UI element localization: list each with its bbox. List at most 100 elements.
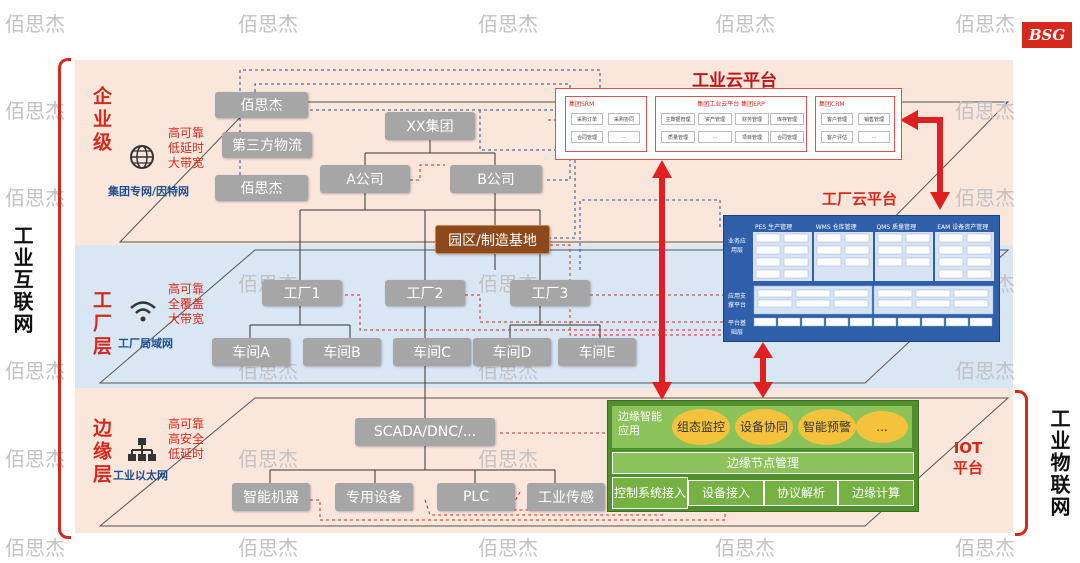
card-cell: ... xyxy=(858,131,890,143)
factory-cloud-grid xyxy=(753,233,994,327)
card-cell: 项目管理 xyxy=(735,131,769,143)
watermark: 佰思杰 xyxy=(5,186,65,210)
device-node: 智能机器 xyxy=(232,483,310,511)
card-title: 集团CRM xyxy=(819,101,845,108)
watermark: 佰思杰 xyxy=(238,447,298,471)
left-brace xyxy=(58,58,71,539)
enterprise-network-label: 集团专网/因特网 xyxy=(108,185,190,198)
factory-network-label: 工厂局域网 xyxy=(118,337,173,350)
watermark: 佰思杰 xyxy=(238,12,298,36)
card-cell: 质量管理 xyxy=(661,131,695,143)
workshop-node: 车间D xyxy=(473,338,551,366)
left-top-node: 佰思杰 xyxy=(215,92,308,118)
card-cell: 库存管理 xyxy=(770,113,804,125)
iot-bottom-cell: 协议解析 xyxy=(764,480,838,506)
device-node: 工业传感 xyxy=(527,483,605,511)
hierarchy-lines xyxy=(249,140,601,483)
cloud-card-crm: 集团CRM 客户管理 销售管理 客户评估 ... xyxy=(815,96,895,152)
app-oval: 智能预警 xyxy=(798,409,856,445)
app-oval: 设备协同 xyxy=(735,409,793,445)
globe-icon xyxy=(130,145,154,169)
card-cell: ... xyxy=(698,131,732,143)
bsg-logo: BSG xyxy=(1022,22,1072,48)
card-cell: 客户评估 xyxy=(821,131,853,143)
card-cell: 销售管理 xyxy=(858,113,890,125)
iot-title: IOT平台 xyxy=(952,439,983,477)
watermark: 佰思杰 xyxy=(478,12,538,36)
factory-cloud-title: 工厂云平台 xyxy=(822,190,898,208)
card-cell: 主数据管理 xyxy=(661,113,695,125)
factory1-node: 工厂1 xyxy=(262,280,342,306)
watermark: 佰思杰 xyxy=(715,12,775,36)
factory3-node: 工厂3 xyxy=(510,280,590,306)
watermark: 佰思杰 xyxy=(715,536,775,560)
watermark: 佰思杰 xyxy=(478,536,538,560)
device-node: PLC xyxy=(437,483,515,511)
cloud-card-erp: 集团工业云平台 集团ERP 主数据管理 资产管理 财务管理 库存管理 质量管理 … xyxy=(655,96,807,152)
right-brace xyxy=(1015,390,1028,536)
card-cell: 财务管理 xyxy=(735,113,769,125)
feature-text: 大带宽 xyxy=(168,312,205,326)
factory-plane xyxy=(98,249,1010,384)
company-a-node: A公司 xyxy=(320,165,410,193)
feature-text: 高可靠 xyxy=(168,126,205,140)
watermark: 佰思杰 xyxy=(5,359,65,383)
factory-features: 高可靠 全覆盖 大带宽 xyxy=(168,282,204,327)
factory2-node: 工厂2 xyxy=(385,280,465,306)
arrow-cloud-iot xyxy=(652,160,672,400)
company-b-node: B公司 xyxy=(450,165,542,193)
factory-cloud-side-label: 应用支撑平台 xyxy=(727,293,746,309)
card-title: 集团工业云平台 集团ERP xyxy=(697,101,765,108)
watermark: 佰思杰 xyxy=(5,447,65,471)
card-cell: 采购协同 xyxy=(608,113,640,125)
left-title: 工业互联网 xyxy=(10,225,34,335)
watermark: 佰思杰 xyxy=(955,12,1015,36)
scada-node: SCADA/DNC/... xyxy=(355,418,495,446)
watermark: 佰思杰 xyxy=(955,359,1015,383)
workshop-node: 车间C xyxy=(393,338,471,366)
factory-level-label: 工厂层 xyxy=(90,290,112,359)
feature-text: 低延时 xyxy=(168,141,205,155)
card-cell: 合同管理 xyxy=(571,131,603,143)
card-cell: 合同管理 xyxy=(770,131,804,143)
watermark: 佰思杰 xyxy=(955,536,1015,560)
edge-plane xyxy=(98,397,1010,527)
watermark: 佰思杰 xyxy=(955,186,1015,210)
watermark: 佰思杰 xyxy=(5,536,65,560)
arrow-factorycloud-iot xyxy=(753,342,773,398)
feature-text: 全覆盖 xyxy=(168,297,205,311)
factory-cloud-side-label: 平台基础层 xyxy=(727,320,746,336)
card-cell: ... xyxy=(608,131,640,143)
edge-network-label: 工业以太网 xyxy=(113,469,168,482)
card-cell: 客户管理 xyxy=(821,113,853,125)
app-oval: 组态监控 xyxy=(672,409,730,445)
watermark: 佰思杰 xyxy=(955,99,1015,123)
right-title: 工业物联网 xyxy=(1047,408,1071,518)
cloud-platform-title: 工业云平台 xyxy=(692,71,777,91)
enterprise-features: 高可靠 低延时 大带宽 xyxy=(168,126,204,171)
feature-text: 高可靠 xyxy=(168,282,205,296)
workshop-node: 车间A xyxy=(212,338,290,366)
module-title: WMS 仓库管理 xyxy=(813,221,873,232)
iot-bottom-cell: 设备接入 xyxy=(688,480,764,506)
park-node: 园区/制造基地 xyxy=(435,225,550,254)
edge-node-mgmt: 边缘节点管理 xyxy=(612,452,914,474)
edge-level-label: 边缘层 xyxy=(90,418,112,487)
module-title: QMS 质量管理 xyxy=(874,221,934,232)
edge-app-label: 边缘智能应用 xyxy=(618,410,662,437)
group-node: XX集团 xyxy=(385,112,475,140)
iot-bottom-cell: 控制系统接入 xyxy=(612,477,688,509)
enterprise-level-label: 企业级 xyxy=(90,86,112,155)
device-node: 专用设备 xyxy=(335,483,413,511)
module-title: EAM 设备资产管理 xyxy=(935,221,994,232)
feature-text: 高可靠 xyxy=(168,417,205,431)
arrow-cloud-factorycloud xyxy=(900,110,950,210)
card-title: 集团SRM xyxy=(569,101,595,108)
watermark: 佰思杰 xyxy=(478,447,538,471)
app-oval: ... xyxy=(856,411,908,443)
card-cell: 采购订单 xyxy=(571,113,603,125)
feature-text: 大带宽 xyxy=(168,156,205,170)
workshop-node: 车间E xyxy=(558,338,636,366)
workshop-node: 车间B xyxy=(303,338,381,366)
